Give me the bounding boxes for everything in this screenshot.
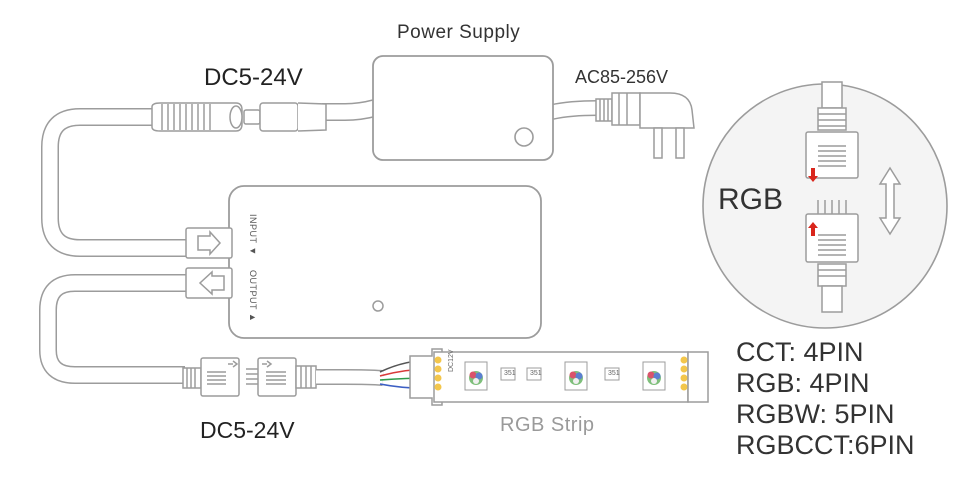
ac-input-voltage-label: AC85-256V [575, 67, 669, 87]
connector-type-label: RGB [718, 183, 784, 216]
strip-cable [316, 369, 384, 386]
chip-label: 351 [530, 370, 542, 377]
input-port-label: INPUT ▼ [248, 214, 258, 256]
controller-box [228, 185, 542, 339]
chip-label: 351 [608, 370, 620, 377]
ps-ac-cable [550, 100, 599, 120]
pin-count-rgbcct: RGBCCT:6PIN [736, 430, 915, 460]
pin-count-rgb: RGB: 4PIN [736, 368, 870, 398]
led-chip [569, 371, 583, 385]
dc-male-plug [243, 102, 327, 132]
ps-dc-cable [322, 99, 378, 121]
output-port-label: OUTPUT ▲ [248, 270, 258, 323]
dc-female-jack [151, 102, 243, 132]
chip-label: 351 [504, 370, 516, 377]
pin-count-cct: CCT: 4PIN [736, 337, 864, 367]
input-port-connector [185, 227, 233, 259]
pin-count-rgbw: RGBW: 5PIN [736, 399, 895, 429]
dc-output-voltage-label: DC5-24V [200, 417, 295, 443]
dc-input-voltage-label: DC5-24V [204, 64, 303, 91]
rgb-female-connector [182, 357, 240, 397]
led-chip [469, 371, 483, 385]
rgb-strip-label: RGB Strip [500, 414, 595, 436]
output-cable [39, 274, 188, 384]
ac-plug [595, 92, 695, 159]
rgb-male-connector [246, 357, 317, 397]
power-supply-box [372, 55, 554, 161]
led-strip [409, 348, 709, 406]
pin-count-list: CCT: 4PIN RGB: 4PIN RGBW: 5PIN RGBCCT:6P… [736, 337, 915, 461]
power-supply-label: Power Supply [397, 22, 521, 43]
dc-input-cable [41, 108, 188, 257]
connector-detail-circle [702, 81, 948, 329]
strip-voltage-label: DC12V [448, 349, 455, 372]
output-port-connector [185, 267, 233, 299]
led-chip [647, 371, 661, 385]
